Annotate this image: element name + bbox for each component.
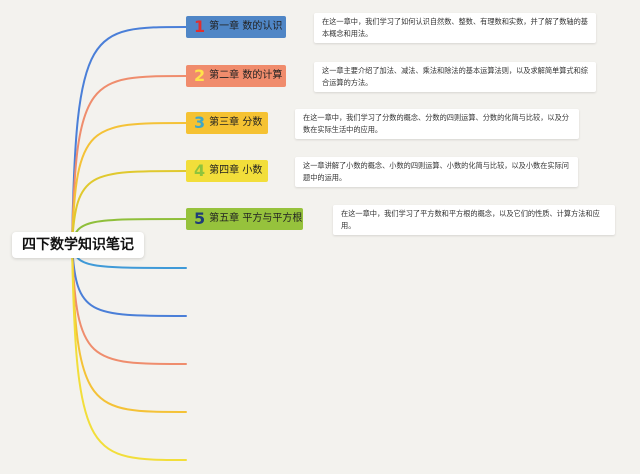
chapter-3-number: 3: [194, 113, 206, 132]
chapter-3-note: 在这一章中，我们学习了分数的概念、分数的四则运算、分数的化简与比较，以及分数在实…: [295, 109, 579, 139]
chapter-4-node[interactable]: 4 第四章 小数: [186, 160, 268, 182]
branch-line-empty-2: [71, 244, 187, 317]
branch-line-chapter-3: [71, 122, 187, 246]
chapter-1-node[interactable]: 1 第一章 数的认识: [186, 16, 286, 38]
chapter-4-number: 4: [194, 161, 206, 180]
branch-line-chapter-2: [71, 75, 187, 246]
chapter-5-node[interactable]: 5 第五章 平方与平方根: [186, 208, 303, 230]
chapter-4-label: 第四章 小数: [209, 165, 263, 176]
branch-line-empty-5: [71, 244, 187, 461]
chapter-1-label: 第一章 数的认识: [209, 21, 283, 32]
chapter-5-number: 5: [194, 209, 206, 228]
chapter-3-node[interactable]: 3 第三章 分数: [186, 112, 268, 134]
chapter-5-note: 在这一章中，我们学习了平方数和平方根的概念，以及它们的性质、计算方法和应用。: [333, 205, 615, 235]
chapter-1-note: 在这一章中，我们学习了如何认识自然数、整数、有理数和实数，并了解了数轴的基本概念…: [314, 13, 596, 43]
chapter-3-label: 第三章 分数: [209, 117, 263, 128]
root-node[interactable]: 四下数学知识笔记: [12, 232, 144, 258]
chapter-2-number: 2: [194, 66, 206, 85]
branch-line-chapter-1: [71, 26, 187, 246]
chapter-1-number: 1: [194, 17, 206, 36]
chapter-5-label: 第五章 平方与平方根: [209, 213, 303, 224]
chapter-4-note: 这一章讲解了小数的概念、小数的四则运算、小数的化简与比较，以及小数在实际问题中的…: [295, 157, 578, 187]
branch-line-chapter-4: [71, 170, 187, 246]
chapter-2-note: 这一章主要介绍了加法、减法、乘法和除法的基本运算法则，以及求解简单算式和综合运算…: [314, 62, 596, 92]
chapter-2-node[interactable]: 2 第二章 数的计算: [186, 65, 286, 87]
branch-line-empty-4: [71, 244, 187, 413]
chapter-2-label: 第二章 数的计算: [209, 70, 283, 81]
